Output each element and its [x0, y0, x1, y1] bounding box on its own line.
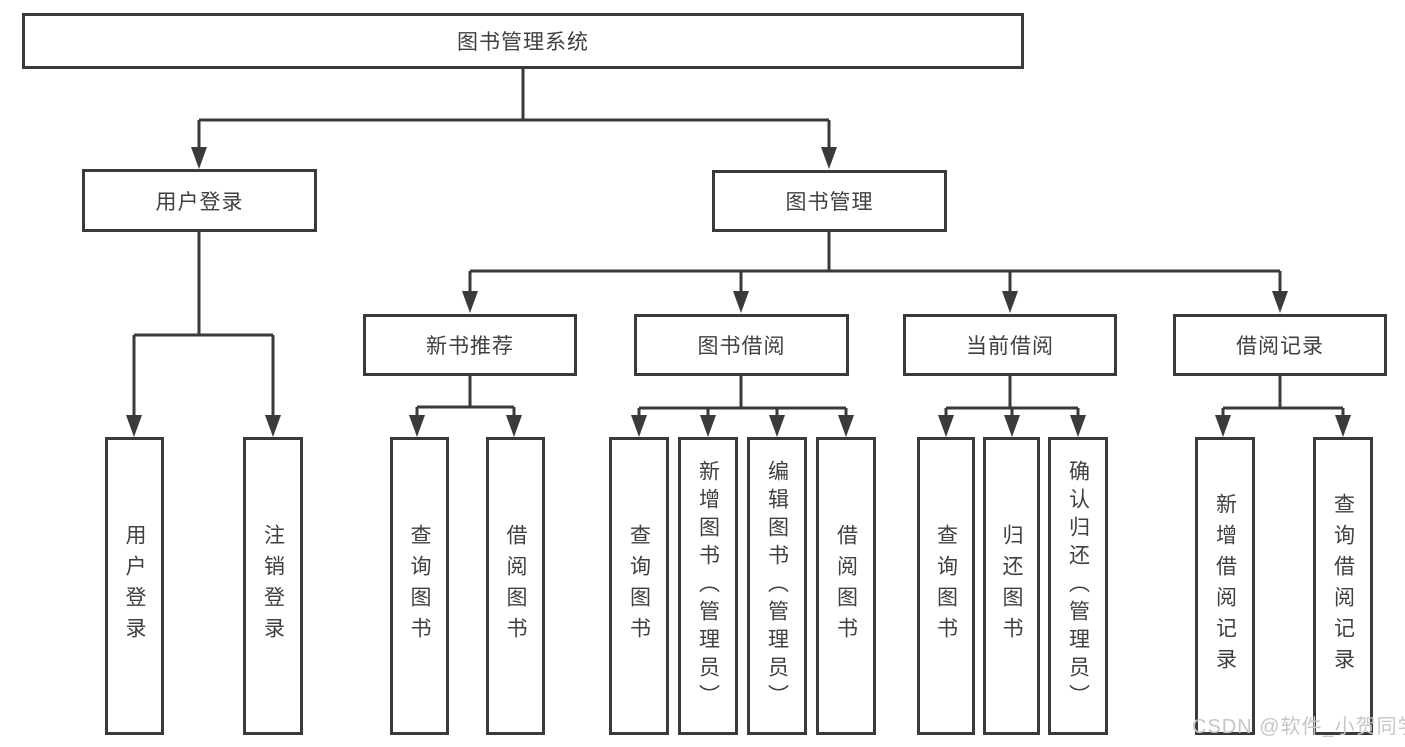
- node-borrow-record: 借阅记录: [1173, 314, 1387, 376]
- leaf-borrow-book-1-label: 借阅图书: [504, 524, 527, 648]
- arrow-down-icon: [1215, 415, 1231, 437]
- csdn-watermark: CSDN @软件_小贺同学: [1192, 716, 1405, 738]
- leaf-return-book: 归还图书: [983, 437, 1040, 735]
- leaf-edit-book-admin: 编辑图书（管理员）: [747, 437, 807, 735]
- arrow-down-icon: [1002, 291, 1018, 313]
- leaf-logout: 注销登录: [243, 437, 303, 735]
- leaf-query-borrow-record: 查询借阅记录: [1313, 437, 1373, 735]
- node-root: 图书管理系统: [22, 13, 1024, 69]
- leaf-add-borrow-record-label: 新增借阅记录: [1213, 493, 1237, 679]
- leaf-borrow-book-1: 借阅图书: [486, 437, 545, 735]
- node-book-borrow-label: 图书借阅: [697, 335, 786, 358]
- leaf-query-book-1: 查询图书: [390, 437, 449, 735]
- leaf-user-login: 用户登录: [105, 437, 164, 735]
- node-user-login-label: 用户登录: [155, 190, 244, 214]
- arrow-down-icon: [700, 415, 716, 437]
- leaf-add-book-admin: 新增图书（管理员）: [678, 437, 738, 735]
- arrow-down-icon: [1004, 415, 1020, 437]
- leaf-edit-book-admin-label: 编辑图书（管理员）: [765, 460, 789, 712]
- arrow-down-icon: [1335, 415, 1351, 437]
- arrow-down-icon: [1070, 415, 1086, 437]
- leaf-borrow-book-2: 借阅图书: [816, 437, 876, 735]
- arrow-down-icon: [506, 415, 522, 437]
- node-root-label: 图书管理系统: [457, 31, 589, 54]
- arrow-down-icon: [409, 415, 425, 437]
- node-new-book-rec-label: 新书推荐: [426, 335, 514, 358]
- leaf-query-book-3-label: 查询图书: [934, 524, 958, 648]
- leaf-add-book-admin-label: 新增图书（管理员）: [696, 460, 720, 712]
- leaf-confirm-return-admin-label: 确认归还（管理员）: [1066, 460, 1090, 712]
- leaf-user-login-label: 用户登录: [123, 524, 146, 648]
- leaf-borrow-book-2-label: 借阅图书: [834, 524, 858, 648]
- leaf-confirm-return-admin: 确认归还（管理员）: [1048, 437, 1108, 735]
- arrowheads: [126, 147, 1351, 437]
- leaf-query-book-2-label: 查询图书: [627, 524, 651, 648]
- leaf-logout-label: 注销登录: [261, 524, 285, 648]
- arrow-down-icon: [733, 291, 749, 313]
- node-new-book-rec: 新书推荐: [363, 314, 577, 376]
- leaf-query-book-2: 查询图书: [609, 437, 669, 735]
- arrow-down-icon: [631, 415, 647, 437]
- node-current-borrow-label: 当前借阅: [966, 335, 1054, 358]
- arrow-down-icon: [462, 291, 478, 313]
- arrow-down-icon: [769, 415, 785, 437]
- node-current-borrow: 当前借阅: [903, 314, 1117, 376]
- leaf-query-book-3: 查询图书: [917, 437, 975, 735]
- leaf-add-borrow-record: 新增借阅记录: [1195, 437, 1255, 735]
- leaf-query-book-1-label: 查询图书: [408, 524, 431, 648]
- node-borrow-record-label: 借阅记录: [1236, 335, 1324, 358]
- arrow-down-icon: [191, 147, 207, 169]
- arrow-down-icon: [838, 415, 854, 437]
- leaf-query-borrow-record-label: 查询借阅记录: [1331, 493, 1355, 679]
- node-book-mgmt-label: 图书管理: [785, 191, 874, 214]
- arrow-down-icon: [265, 415, 281, 437]
- arrow-down-icon: [126, 415, 142, 437]
- node-book-borrow: 图书借阅: [634, 314, 849, 376]
- node-user-login: 用户登录: [82, 169, 317, 232]
- leaf-return-book-label: 归还图书: [1000, 524, 1023, 648]
- arrow-down-icon: [1272, 291, 1288, 313]
- node-book-mgmt: 图书管理: [712, 170, 947, 232]
- arrow-down-icon: [938, 415, 954, 437]
- arrow-down-icon: [821, 147, 837, 169]
